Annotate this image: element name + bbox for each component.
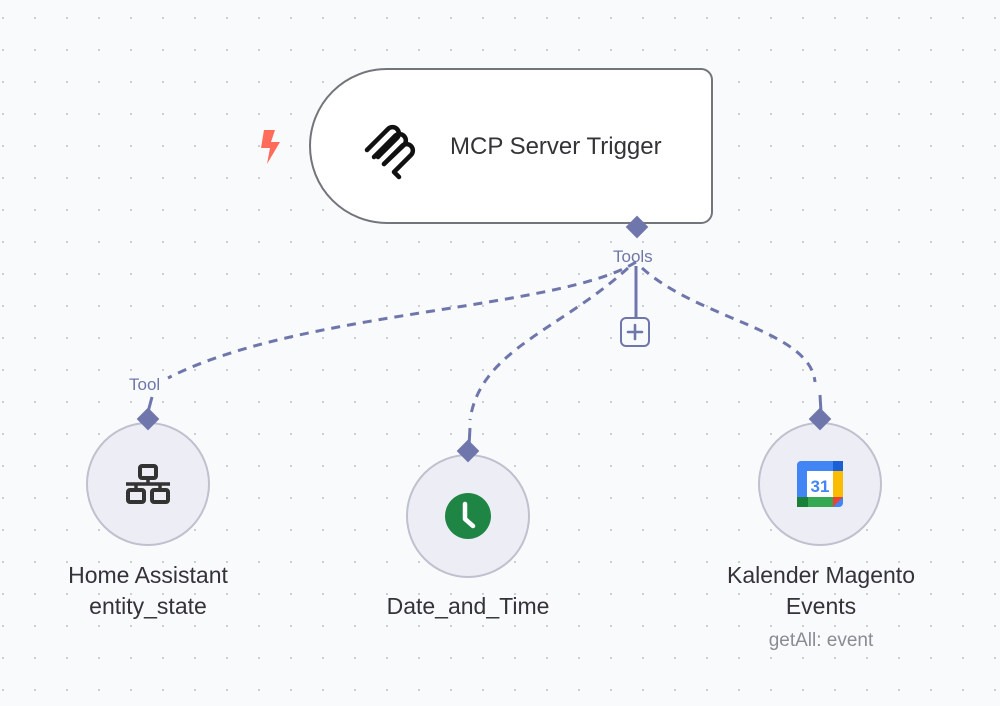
kalender-magento-events-title: Kalender Magento Events (691, 560, 951, 622)
tool-port-label: Tool (129, 375, 161, 394)
plus-icon (626, 323, 644, 341)
tools-output-port[interactable] (622, 212, 652, 242)
date-and-time-title-line1: Date_and_Time (386, 593, 550, 619)
kalender-magento-events-node[interactable]: 31 (758, 422, 882, 546)
edge-tools-to-date-time[interactable] (468, 266, 630, 421)
kalender-title-line2: Events (785, 593, 857, 619)
add-tool-button[interactable] (620, 317, 650, 347)
calendar-input-port[interactable] (805, 404, 835, 434)
home-assistant-title-line1: Home Assistant (68, 562, 228, 588)
kalender-subtitle: getAll: event (768, 630, 874, 651)
clock-icon (445, 493, 491, 539)
date-and-time-node[interactable] (406, 454, 530, 578)
calendar-day-text: 31 (811, 477, 830, 496)
network-icon (126, 464, 170, 504)
trigger-title: MCP Server Trigger (450, 133, 662, 160)
google-calendar-icon: 31 (797, 461, 843, 507)
date-and-time-title: Date_and_Time (338, 591, 598, 622)
lightning-bolt-icon (258, 128, 284, 171)
mcp-server-trigger-node[interactable] (309, 68, 713, 224)
date-and-time-input-port[interactable] (453, 436, 483, 466)
edge-tools-to-home-assistant[interactable] (167, 260, 637, 380)
home-assistant-node[interactable] (86, 422, 210, 546)
edge-tools-to-calendar[interactable] (640, 266, 817, 383)
home-assistant-input-port[interactable] (133, 404, 163, 434)
tools-port-label: Tools (613, 247, 653, 266)
mcp-icon (362, 120, 422, 185)
home-assistant-title: Home Assistant entity_state (18, 560, 278, 622)
kalender-title-line1: Kalender Magento (727, 562, 915, 588)
home-assistant-title-line2: entity_state (89, 593, 207, 619)
